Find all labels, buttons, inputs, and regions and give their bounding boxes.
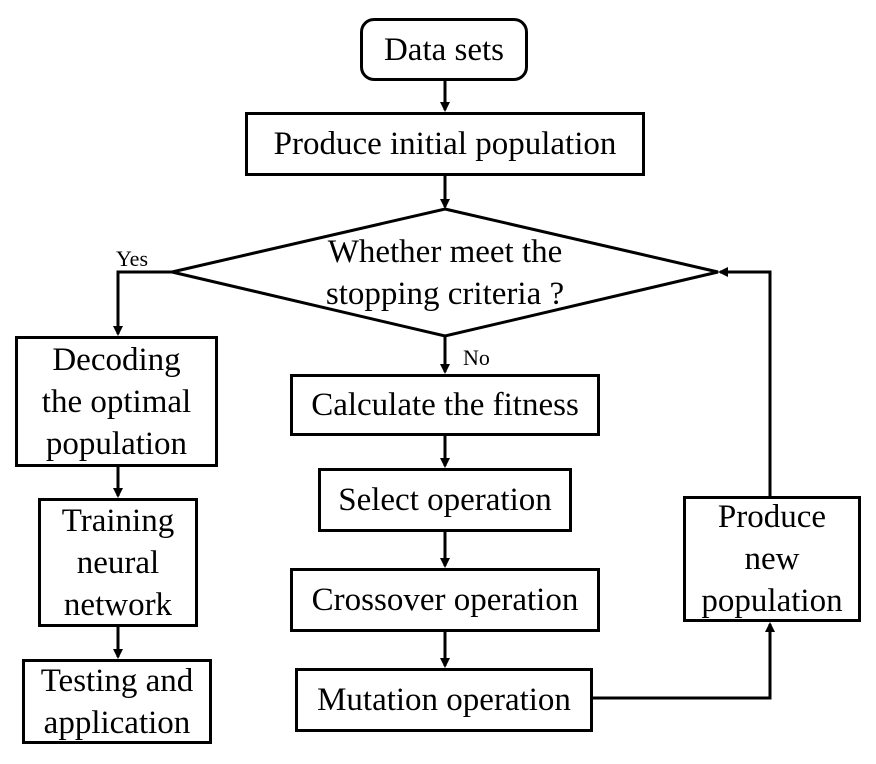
arrow-mutation-to-newpop: [592, 622, 775, 700]
node-stopping-criteria-label: Whether meet the stopping criteria ?: [325, 234, 565, 312]
node-produce-initial-population: Produce initial population: [245, 112, 645, 176]
node-decoding-optimal-population: Decoding the optimal population: [15, 336, 218, 467]
node-select-operation: Select operation: [318, 468, 572, 532]
arrow-yes-to-decode: [113, 270, 172, 336]
node-data-sets: Data sets: [360, 18, 528, 81]
node-calculate-fitness: Calculate the fitness: [290, 374, 600, 436]
node-mutation-operation: Mutation operation: [295, 668, 593, 732]
node-testing-and-application: Testing and application: [22, 659, 212, 744]
edge-label-yes: Yes: [116, 246, 149, 271]
node-crossover-operation: Crossover operation: [290, 568, 600, 632]
node-produce-new-population: Produce new population: [683, 496, 861, 622]
arrow-newpop-to-decision: [718, 267, 772, 496]
edge-label-no: No: [463, 345, 490, 370]
node-training-neural-network: Training neural network: [38, 498, 198, 627]
